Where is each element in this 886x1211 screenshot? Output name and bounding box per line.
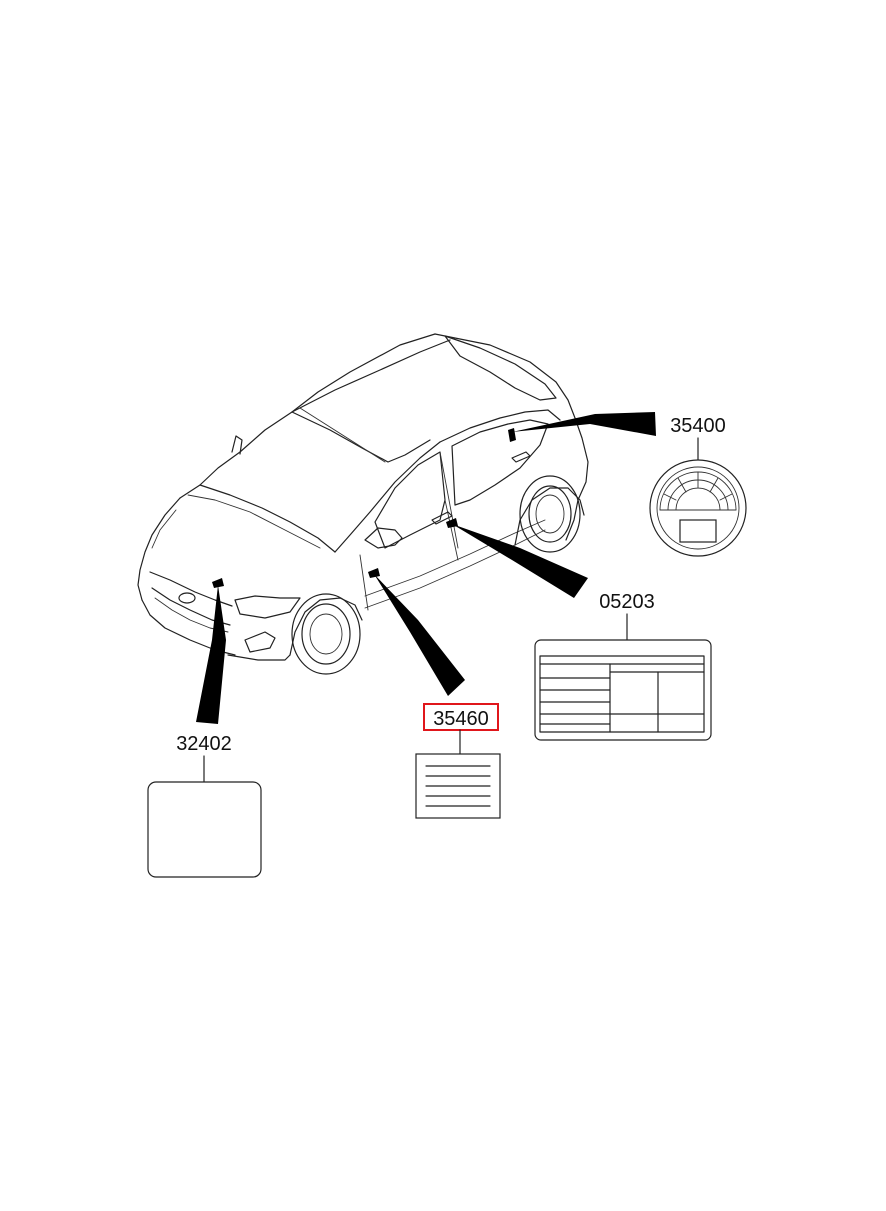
part-35400[interactable]: 35400 [649, 415, 747, 557]
part-05203[interactable]: 05203 [534, 591, 712, 741]
part-number-32402[interactable]: 32402 [176, 733, 232, 755]
blank-label-icon [147, 781, 262, 878]
leader-lines [196, 412, 656, 724]
car-illustration [137, 333, 589, 675]
leader-35460 [374, 574, 465, 696]
highlight-box [423, 703, 499, 731]
round-gauge-label-icon [649, 459, 747, 557]
leader-32402 [196, 585, 226, 724]
part-number-05203[interactable]: 05203 [599, 591, 655, 613]
leader-35400 [512, 412, 656, 436]
part-35460[interactable]: 35460 [415, 703, 501, 819]
part-number-35460[interactable]: 35460 [433, 708, 489, 730]
part-number-35400[interactable]: 35400 [670, 415, 726, 437]
part-32402[interactable]: 32402 [147, 733, 262, 878]
leader-05203 [452, 524, 588, 598]
table-label-icon [534, 639, 712, 741]
